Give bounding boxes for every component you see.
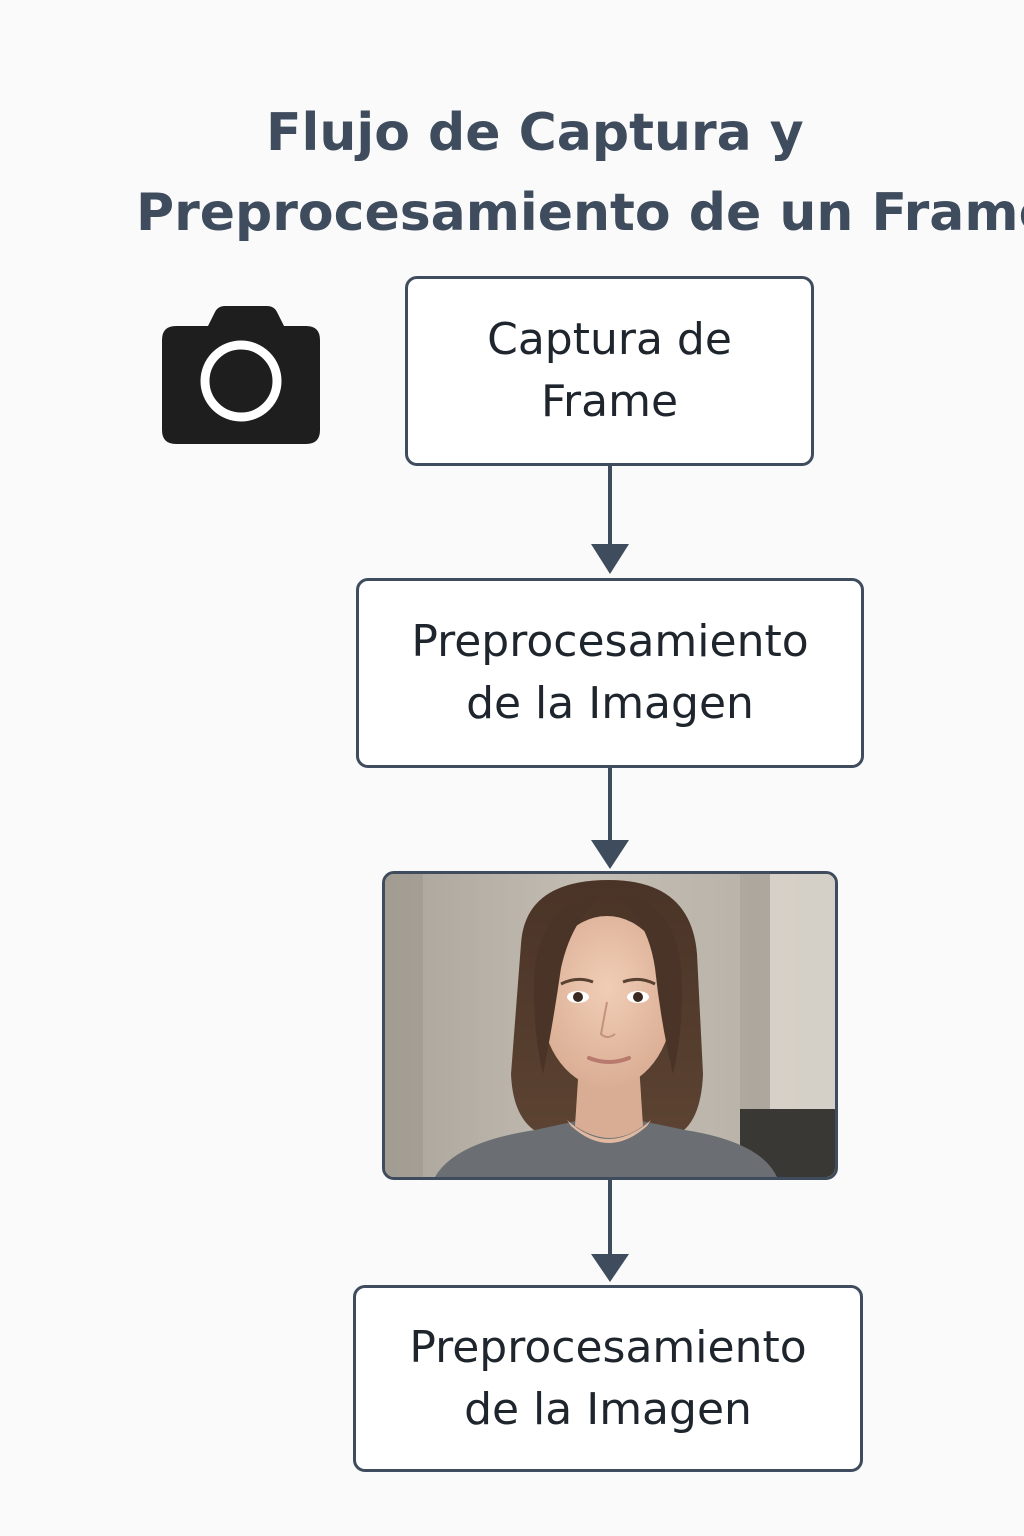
step-preprocessing-label: Preprocesamiento de la Imagen: [411, 611, 808, 735]
arrow-1: [591, 466, 629, 574]
step-preprocessing-final: Preprocesamiento de la Imagen: [353, 1285, 863, 1472]
step-1-line-1: Captura de: [487, 314, 732, 365]
step-capture-frame-label: Captura de Frame: [487, 309, 732, 433]
step-preprocessing: Preprocesamiento de la Imagen: [356, 578, 864, 768]
step-3-line-2: de la Imagen: [464, 1383, 752, 1435]
title-line-2: Preprocesamiento de un Frame: [136, 182, 1024, 243]
step-capture-frame: Captura de Frame: [405, 276, 814, 466]
camera-icon: [162, 306, 320, 444]
step-2-line-2: de la Imagen: [466, 678, 754, 729]
step-3-line-1: Preprocesamiento: [409, 1321, 807, 1373]
portrait-photo: [382, 871, 838, 1180]
title-line-1: Flujo de Captura y: [266, 102, 804, 163]
step-preprocessing-final-label: Preprocesamiento de la Imagen: [409, 1317, 806, 1441]
diagram-title: Flujo de Captura y Preprocesamiento de u…: [0, 93, 1024, 253]
step-1-line-2: Frame: [540, 376, 679, 427]
arrow-2: [591, 768, 629, 869]
arrow-3: [591, 1180, 629, 1282]
step-2-line-1: Preprocesamiento: [411, 616, 809, 667]
